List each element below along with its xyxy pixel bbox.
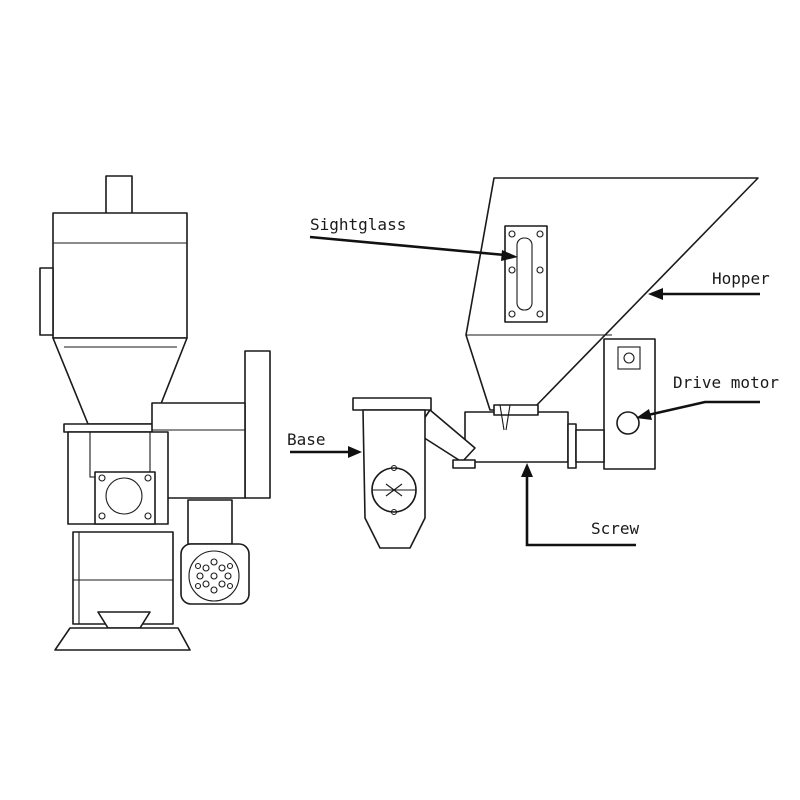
coupling	[575, 429, 605, 463]
leader-hopper	[648, 288, 760, 300]
hopper-body	[52, 212, 188, 339]
label-screw: Screw	[591, 519, 640, 538]
motor-vent-holes	[194, 558, 234, 594]
label-sightglass: Sightglass	[310, 215, 407, 234]
base-column	[72, 531, 174, 625]
top-plate	[63, 423, 157, 433]
sightglass-plate	[504, 225, 548, 323]
screw-barrel	[464, 411, 569, 463]
base-plate	[54, 627, 191, 651]
sightglass-window	[516, 237, 533, 311]
label-base: Base	[287, 430, 326, 449]
connector-pin	[452, 459, 476, 469]
barrel-collar	[493, 404, 539, 416]
leader-screw	[521, 463, 636, 547]
drive-motor-box	[603, 338, 656, 470]
drive-shaft-circle	[616, 411, 640, 435]
label-drive-motor: Drive motor	[673, 373, 779, 392]
leader-sightglass	[309, 235, 518, 261]
discharge-funnel	[97, 611, 151, 629]
motor-end-box	[244, 350, 271, 499]
leader-base	[290, 446, 362, 458]
front-view-machine	[352, 177, 759, 549]
side-window	[39, 267, 54, 336]
gear-housing	[187, 499, 233, 545]
vent-pipe	[105, 175, 133, 215]
barrel-flange	[567, 423, 577, 469]
base-top-flange	[352, 397, 432, 411]
label-hopper: Hopper	[712, 269, 770, 288]
leader-drive-motor	[636, 400, 760, 420]
side-view-machine	[39, 175, 271, 651]
